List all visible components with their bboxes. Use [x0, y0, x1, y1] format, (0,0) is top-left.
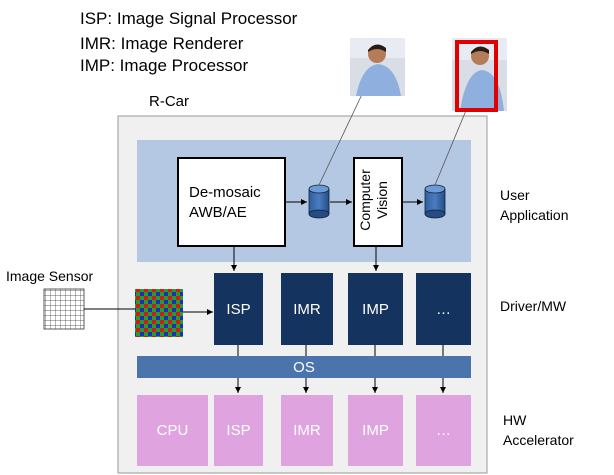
os-bar [137, 356, 471, 378]
legend-imp: IMP: Image Processor [80, 56, 249, 75]
hw-cpu-label: CPU [156, 422, 189, 439]
driver-isp-label: ISP [226, 300, 251, 318]
demosaic-line2: AWB/AE [189, 204, 247, 221]
demosaic-label: De-mosaic AWB/AE [189, 183, 261, 223]
layer-hw-acc-line2: Accelerator [503, 432, 574, 448]
detection-box [455, 40, 498, 112]
demosaic-line1: De-mosaic [189, 184, 261, 201]
hw-box-imr [281, 395, 333, 466]
image-sensor-label: Image Sensor [6, 268, 94, 284]
layer-driver: Driver/MW [500, 298, 567, 314]
cv-line1: Computer [357, 169, 373, 231]
legend-isp: ISP: Image Signal Processor [80, 9, 298, 28]
driver-etc-label: … [436, 300, 451, 318]
person-photo [350, 38, 405, 96]
layer-user-app-line2: Application [500, 207, 569, 223]
hw-box-cpu [137, 395, 208, 466]
layer-user-app: User Application [500, 185, 569, 225]
os-label: OS [293, 358, 315, 376]
hw-box-isp [214, 395, 263, 466]
bayer-pattern [135, 289, 183, 337]
driver-box-imr [281, 273, 333, 345]
database-icon [424, 184, 446, 219]
image-sensor-grid [43, 288, 85, 330]
person-photo-highlighted [452, 38, 507, 112]
hw-imp-label: IMP [362, 422, 389, 439]
driver-imp-label: IMP [362, 300, 389, 318]
driver-box-etc [416, 273, 471, 345]
database-icon [308, 184, 330, 219]
cv-label: Computer Vision [357, 159, 391, 241]
soc-label: R-Car [149, 93, 189, 110]
driver-box-imp [348, 273, 403, 345]
cv-line2: Vision [374, 181, 390, 219]
hw-etc-label: … [436, 422, 451, 439]
layer-user-app-line1: User [500, 187, 530, 203]
layer-hw-acc-line1: HW [503, 412, 527, 428]
hw-box-etc [416, 395, 471, 466]
driver-box-isp [214, 273, 263, 345]
hw-isp-label: ISP [226, 422, 251, 439]
demosaic-box [177, 157, 286, 247]
layer-hw-acc: HW Accelerator [503, 410, 574, 450]
legend-imr: IMR: Image Renderer [80, 34, 244, 53]
hw-box-imp [348, 395, 403, 466]
hw-imr-label: IMR [293, 422, 321, 439]
driver-imr-label: IMR [293, 300, 321, 318]
